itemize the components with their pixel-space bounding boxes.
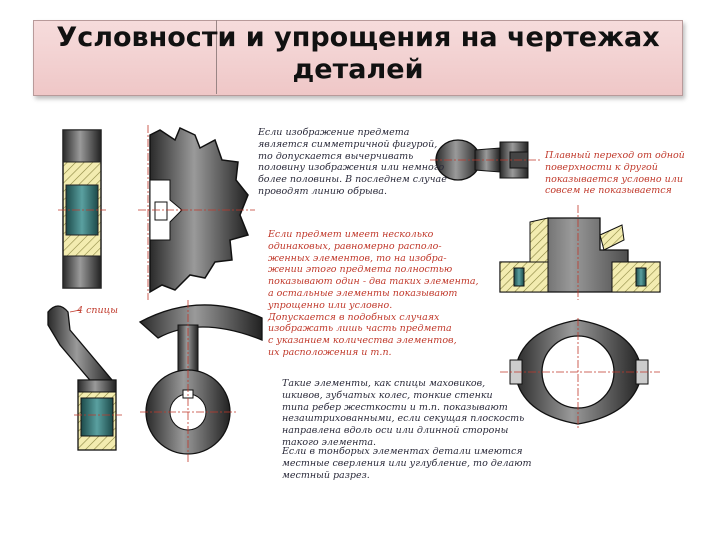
four-spokes-label: 4 спицы [77,305,118,316]
note-local-section: Если в тонборых элементах детали имеются… [282,446,532,481]
half-gear-drawing [138,125,255,300]
slide-title-line1: Условности и упрощения на чертежах [56,22,660,53]
pin-drawing [430,139,540,181]
note-smooth-transition: Плавный переход от одной поверхности к д… [545,150,685,197]
slide-title-line2: деталей [292,54,424,85]
note-spokes: Такие элементы, как спицы маховиков, шки… [282,378,525,448]
title-divider [33,20,217,94]
title-banner [33,20,683,96]
note-repeated-elements: Если предмет имеет несколько одинаковых,… [268,229,479,358]
spoke-section-drawing [47,305,122,451]
oval-flange-drawing [500,318,660,428]
slide-title: Условности и упрощения на чертежах детал… [33,22,683,86]
flange-section-drawing [499,205,661,300]
bearing-section-drawing [58,129,106,289]
wheel-drawing [138,300,263,462]
note-symmetric: Если изображение предмета является симме… [258,127,447,197]
